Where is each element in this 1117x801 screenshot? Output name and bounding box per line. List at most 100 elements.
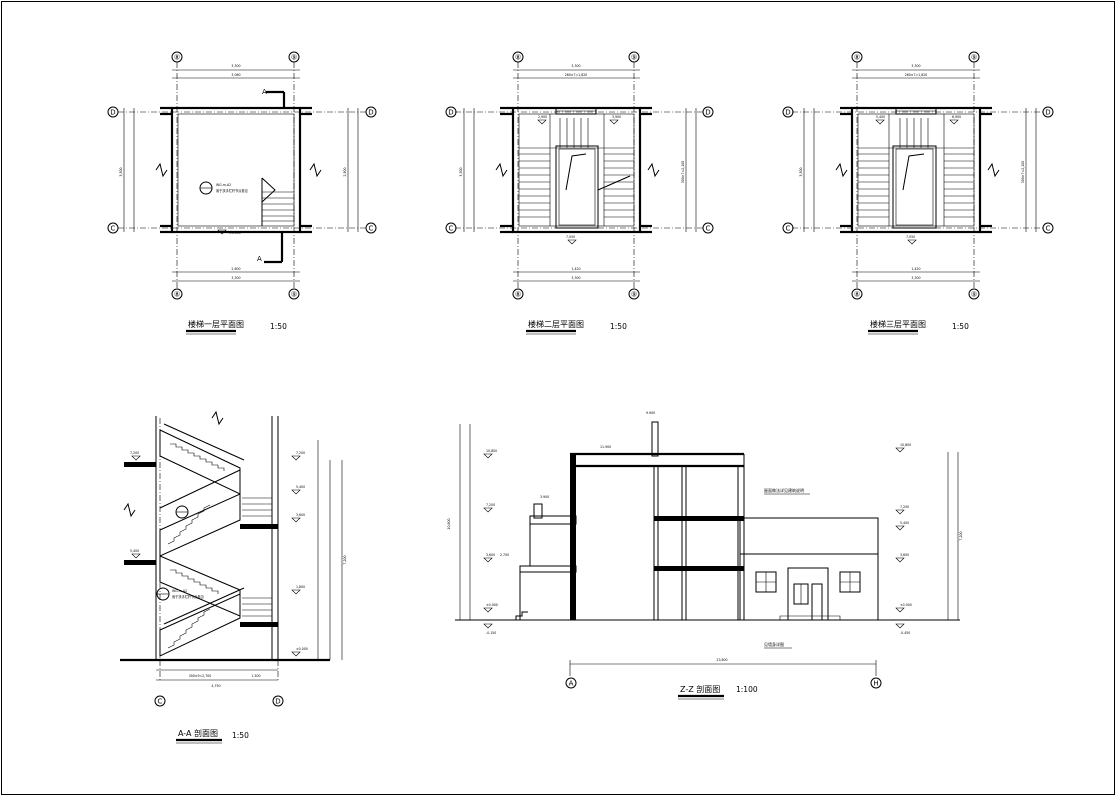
axis-label: ⑧	[854, 291, 860, 299]
axis-bubble-D-left	[107, 106, 119, 118]
level-mark: 3,600	[900, 553, 909, 557]
axis-label: C	[158, 698, 163, 706]
level-mark: 3,600	[486, 553, 495, 557]
section-mark-A: A	[257, 255, 262, 263]
axis-bubble-9-bottom	[288, 288, 300, 300]
stair-plan-third-floor: ⑧ ⑨ ⑧ ⑨ D C D C	[782, 51, 1054, 335]
axis-label: C	[369, 225, 374, 233]
stair-plan-ground-floor: ⑧ ⑨ ⑧ ⑨ D C D C	[107, 51, 377, 335]
axis-bubble-8-bottom	[512, 288, 524, 300]
annex-block	[739, 517, 879, 621]
axis-bubble-9-bottom	[628, 288, 640, 300]
roof-note: 屋面做法详见建筑说明	[764, 487, 804, 493]
level-mark: 3,600	[296, 513, 305, 517]
dim-right-total: 7,200	[959, 531, 963, 540]
axis-bubble-9-top	[968, 51, 980, 63]
level-mark: 10,800	[900, 443, 911, 447]
axis-label: ⑨	[971, 291, 977, 299]
axis-label: C	[1046, 225, 1051, 233]
dim-top-total: 3,300	[571, 64, 580, 68]
stair-flights	[159, 423, 272, 657]
axis-bubble-C-right	[365, 222, 377, 234]
floor-slab	[654, 516, 744, 521]
axis-label: D	[110, 109, 115, 117]
level-mark: 10,800	[486, 449, 497, 453]
axis-bubble-D-left	[445, 106, 457, 118]
axis-bubble-8-bottom	[851, 288, 863, 300]
dim-top-total: 3,300	[911, 64, 920, 68]
axis-label: ⑧	[854, 54, 860, 62]
drawing-title: Z-Z 剖面图	[680, 684, 720, 694]
detail-note: WG-m.A2	[172, 589, 187, 593]
axis-bubble-8-bottom	[171, 288, 183, 300]
drawing-scale: 1:50	[610, 322, 627, 331]
drawing-title: 楼梯三层平面图	[870, 319, 926, 329]
level-mark: 7,200	[296, 451, 305, 455]
stair-walls	[511, 106, 642, 234]
axis-label: ⑧	[174, 54, 180, 62]
axis-label: ⑨	[631, 54, 637, 62]
level-mark: 7,200	[130, 451, 139, 455]
level-mark: 5,400	[900, 521, 909, 525]
detail-note: 用于扶手栏杆节点参见	[172, 594, 205, 599]
level-mark: ±0.000	[900, 603, 912, 607]
axis-label: ⑨	[971, 54, 977, 62]
axis-bubble-C-left	[107, 222, 119, 234]
axis-bubble-C-left	[782, 222, 794, 234]
axis-bubble-9-top	[288, 51, 300, 63]
stair-well	[555, 145, 599, 229]
drawing-scale: 1:100	[736, 685, 758, 694]
axis-bubble-9-bottom	[968, 288, 980, 300]
axis-bubble-C-left	[445, 222, 457, 234]
axis-bubble-D-right	[702, 106, 714, 118]
axis-label: D	[448, 109, 453, 117]
level-mark: 5,400	[130, 549, 139, 553]
drawing-title: A-A 剖面图	[178, 728, 218, 738]
level-mark: 7,200	[900, 505, 909, 509]
level-mark: 7,200	[486, 503, 495, 507]
level-mark: ±0.000	[229, 231, 241, 235]
floor-slab	[654, 566, 744, 571]
axis-label: C	[706, 225, 711, 233]
drawing-title: 楼梯一层平面图	[188, 319, 244, 329]
axis-label: C	[449, 225, 454, 233]
drawing-scale: 1:50	[232, 731, 249, 740]
axis-bubble-D-left	[782, 106, 794, 118]
floor-level: 2.700	[500, 553, 509, 557]
drawing-scale: 1:50	[270, 322, 287, 331]
stair-plan-second-floor: ⑧ ⑨ ⑧ ⑨ D C D C	[445, 51, 714, 335]
landing-slab	[240, 524, 278, 529]
axis-bubble-9-top	[628, 51, 640, 63]
landing-slab	[240, 622, 278, 627]
dim-bottom-b: 1,500	[251, 674, 260, 678]
level-mark: 1,800	[296, 585, 305, 589]
dim-top-mid: 3,060	[231, 73, 240, 77]
dim-top-mid: 260×7=1,820	[905, 73, 928, 77]
tower-level: 9.900	[646, 411, 655, 415]
level-mark: 2,900	[538, 115, 547, 119]
dim-bottom-total: 3,300	[231, 276, 240, 280]
stair-walls	[850, 106, 982, 234]
floor-level: 3.900	[540, 495, 549, 499]
wall-note: 见墙身详图	[764, 641, 784, 647]
stair-walls	[170, 106, 302, 234]
floor-slab	[124, 462, 156, 467]
axis-label: ⑨	[291, 54, 297, 62]
dim-bottom-mid: 2,600	[231, 267, 240, 271]
level-mark: ±0.000	[486, 603, 498, 607]
dim-bottom-mid: 1,420	[911, 267, 920, 271]
level-mark: 6,900	[952, 115, 961, 119]
first-flight-steps	[261, 177, 294, 226]
dim-right: 300×7=2,100	[681, 161, 685, 184]
axis-bubble-H	[870, 677, 882, 689]
level-mark: -0.150	[486, 631, 496, 635]
axis-label: D	[785, 109, 790, 117]
dim-top-mid: 260×7=1,820	[565, 73, 588, 77]
level-mark: 7,050	[906, 235, 915, 239]
axis-label: D	[1045, 109, 1050, 117]
axis-bubble-D-right	[365, 106, 377, 118]
level-mark: 3,900	[612, 115, 621, 119]
axis-label: D	[705, 109, 710, 117]
level-mark: -0.450	[900, 631, 910, 635]
